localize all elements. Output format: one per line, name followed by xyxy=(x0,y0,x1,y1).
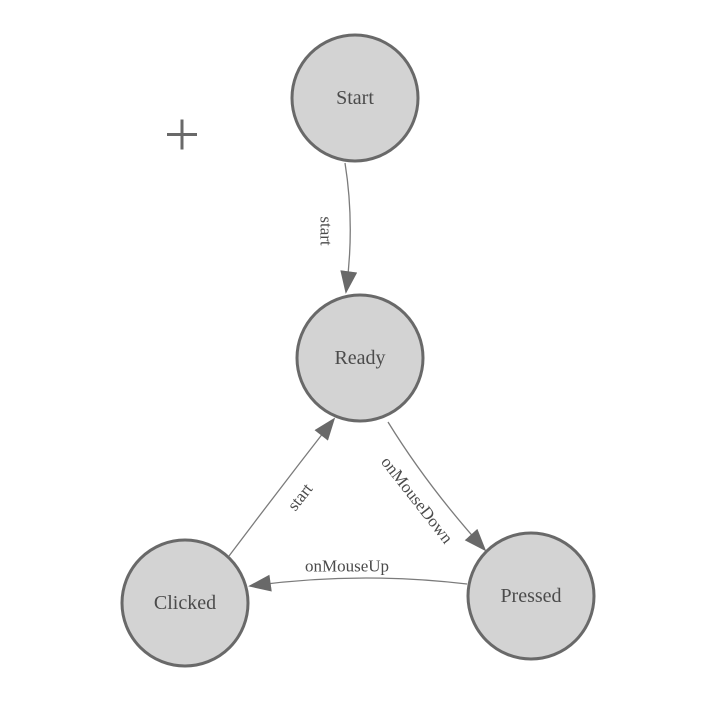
edge-pressed-to-clicked: onMouseUp xyxy=(248,557,468,592)
edge-label-start[interactable]: start xyxy=(317,216,336,246)
edge-start-to-ready: start xyxy=(317,162,358,294)
state-node-clicked[interactable]: Clicked xyxy=(120,538,250,668)
edge-label-start-2[interactable]: start xyxy=(284,479,317,514)
state-node-ready[interactable]: Ready xyxy=(295,293,425,423)
state-circle-clicked[interactable] xyxy=(120,538,250,668)
state-node-start[interactable]: Start xyxy=(290,33,420,163)
edge-clicked-to-ready: start xyxy=(228,417,336,557)
edge-ready-to-pressed: onMouseDown xyxy=(377,421,487,552)
state-circle-start[interactable] xyxy=(290,33,420,163)
edge-line-clicked-to-ready[interactable] xyxy=(228,417,336,557)
edge-line-pressed-to-clicked[interactable] xyxy=(248,574,468,592)
state-label-pressed: Pressed xyxy=(500,585,561,607)
state-label-ready: Ready xyxy=(334,347,385,369)
state-circle-ready[interactable] xyxy=(295,293,425,423)
edge-line-start-to-ready[interactable] xyxy=(340,162,358,294)
state-node-pressed[interactable]: Pressed xyxy=(466,531,596,661)
state-label-start: Start xyxy=(336,87,374,109)
state-circle-pressed[interactable] xyxy=(466,531,596,661)
state-label-clicked: Clicked xyxy=(154,592,216,614)
edge-line-ready-to-pressed[interactable] xyxy=(387,421,487,552)
edge-label-onmouseup[interactable]: onMouseUp xyxy=(305,557,389,576)
plus-marker-icon xyxy=(167,119,197,150)
